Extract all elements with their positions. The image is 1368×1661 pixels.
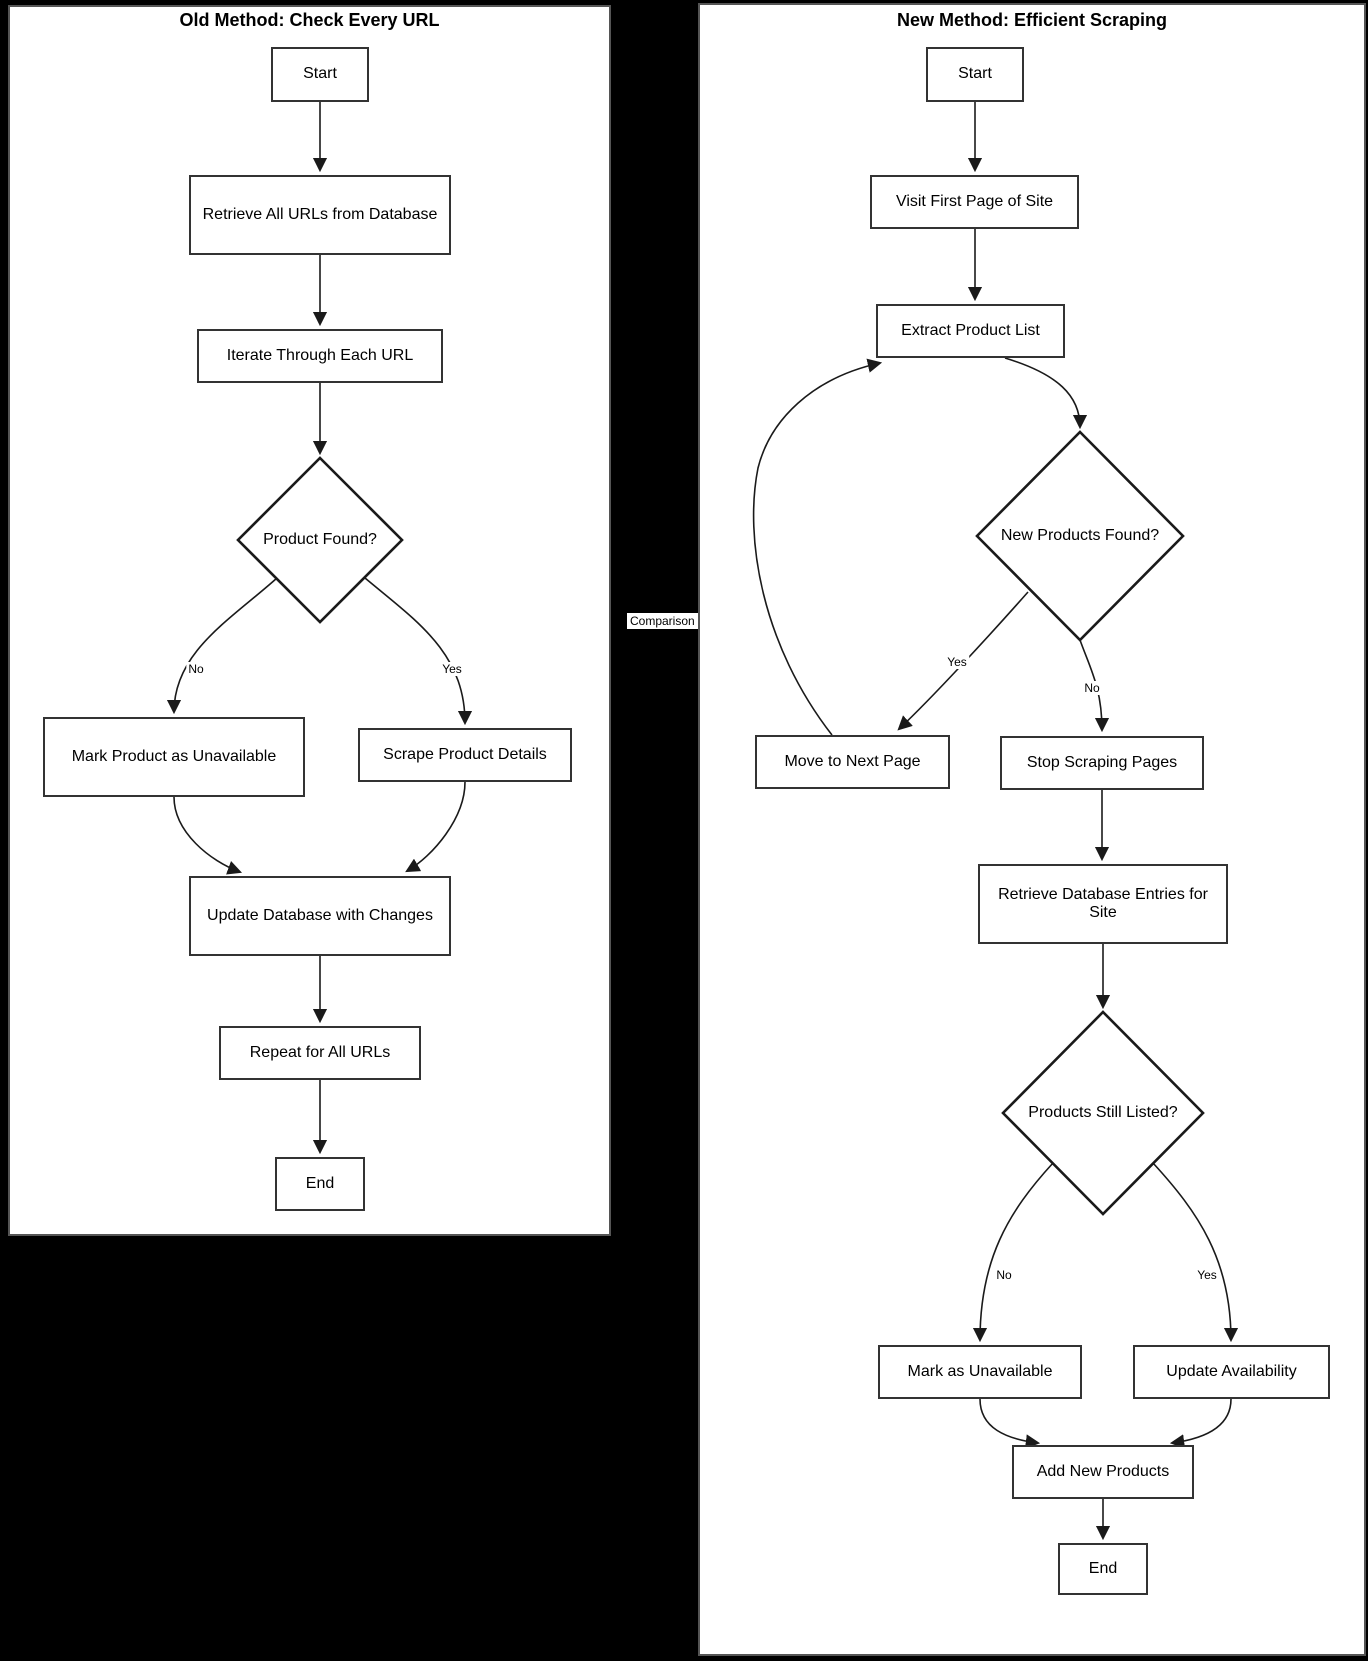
node-new-move-next-page: Move to Next Page (755, 735, 950, 789)
node-old-iterate-urls: Iterate Through Each URL (197, 329, 443, 383)
new-method-title: New Method: Efficient Scraping (896, 10, 1168, 30)
node-old-update-db: Update Database with Changes (189, 876, 451, 956)
node-old-end: End (275, 1157, 365, 1211)
node-old-mark-unavailable: Mark Product as Unavailable (43, 717, 305, 797)
node-new-extract-list: Extract Product List (876, 304, 1065, 358)
edge-label-new-no: No (1082, 681, 1102, 695)
node-new-visit-first-page: Visit First Page of Site (870, 175, 1079, 229)
node-new-start: Start (926, 47, 1024, 102)
node-new-update-availability: Update Availability (1133, 1345, 1330, 1399)
decision-product-found-label: Product Found? (263, 531, 377, 548)
node-new-add-products: Add New Products (1012, 1445, 1194, 1499)
decision-still-listed-label: Products Still Listed? (1028, 1104, 1178, 1121)
comparison-label: Comparison (627, 613, 698, 629)
node-new-end: End (1058, 1543, 1148, 1595)
edge-label-new-yes2: Yes (1195, 1268, 1219, 1282)
edge-label-old-yes: Yes (440, 662, 464, 676)
edge-label-new-no2: No (994, 1268, 1014, 1282)
node-old-retrieve-urls: Retrieve All URLs from Database (189, 175, 451, 255)
node-old-start: Start (271, 47, 369, 102)
edge-label-new-yes: Yes (945, 655, 969, 669)
new-method-panel (698, 3, 1366, 1656)
node-new-mark-unavailable: Mark as Unavailable (878, 1345, 1082, 1399)
old-method-title: Old Method: Check Every URL (179, 10, 440, 30)
edge-label-old-no: No (186, 662, 206, 676)
decision-new-products-label: New Products Found? (1000, 527, 1160, 544)
node-new-stop-scraping: Stop Scraping Pages (1000, 736, 1204, 790)
node-new-retrieve-entries: Retrieve Database Entries for Site (978, 864, 1228, 944)
node-old-scrape-details: Scrape Product Details (358, 728, 572, 782)
node-old-repeat: Repeat for All URLs (219, 1026, 421, 1080)
